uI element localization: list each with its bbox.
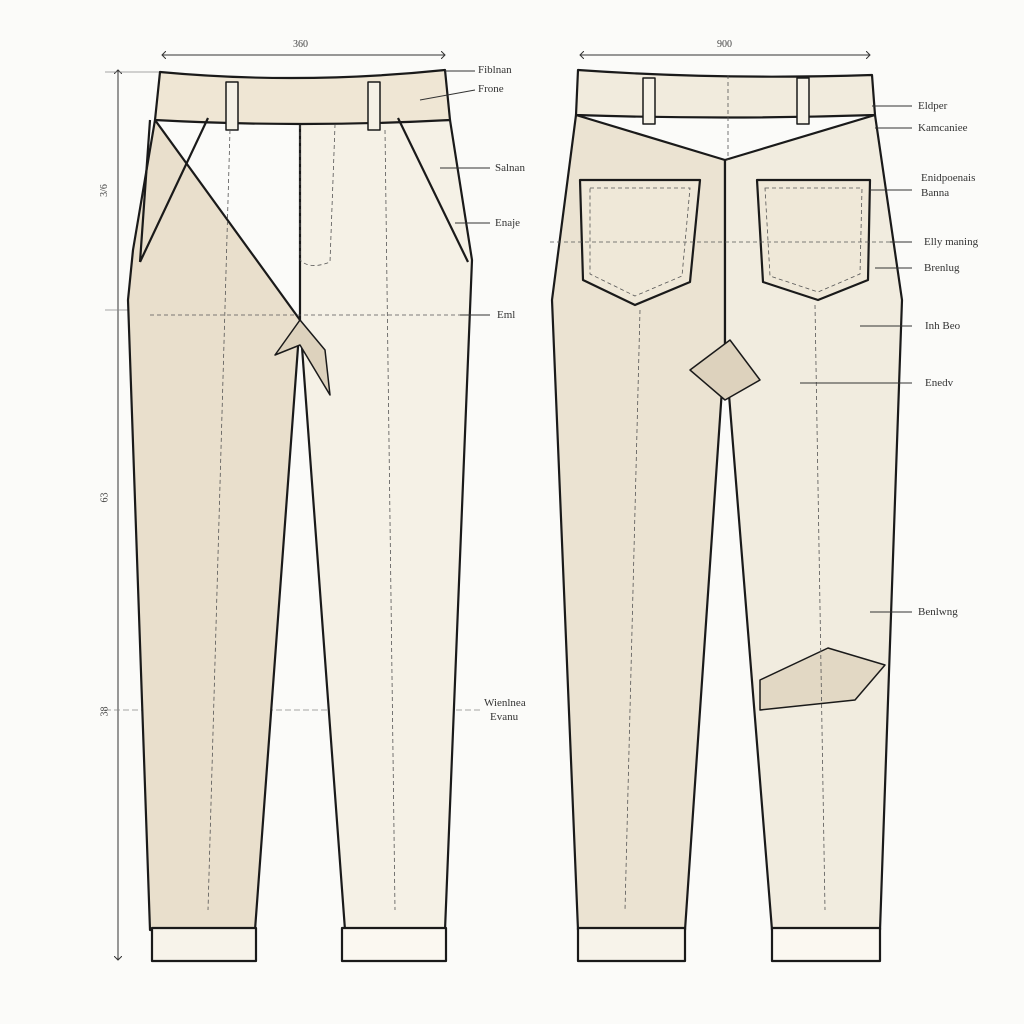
vertical-dimension: 63 xyxy=(99,492,111,503)
front-label: Wienlnea xyxy=(484,697,526,709)
front-belt-loop xyxy=(225,81,239,131)
front-pants xyxy=(126,68,474,963)
vertical-dimension: 3/6 xyxy=(98,184,110,197)
back-label: Banna xyxy=(921,187,950,199)
front-label: Enaje xyxy=(495,217,521,229)
front-right-leg xyxy=(298,118,474,932)
front-waistband xyxy=(153,68,452,126)
back-crotch-fold xyxy=(689,339,761,401)
front-right-cuff xyxy=(340,926,448,963)
front-width-dimension: 360 xyxy=(293,39,308,50)
back-right-pocket xyxy=(755,178,872,302)
back-label: Kamcaniee xyxy=(918,122,968,134)
front-label: Fiblnan xyxy=(478,64,512,76)
back-waistband xyxy=(574,68,877,119)
front-label: Salnan xyxy=(495,162,525,174)
back-width-dimension: 900 xyxy=(717,39,732,50)
back-label: Brenlug xyxy=(924,262,960,274)
back-belt-loop xyxy=(796,77,810,125)
back-label: Enidpoenais xyxy=(921,172,976,184)
front-left-leg xyxy=(126,118,302,932)
front-belt-loop xyxy=(367,81,381,131)
front-label: Evanu xyxy=(490,711,519,723)
back-label: Elly maning xyxy=(924,236,979,248)
back-belt-loop xyxy=(642,77,656,125)
back-label: Inh Beo xyxy=(925,320,961,332)
back-label: Eldper xyxy=(918,100,948,112)
back-right-cuff xyxy=(770,926,882,963)
back-yoke xyxy=(575,114,876,161)
back-left-pocket xyxy=(578,178,702,307)
front-right-pocket xyxy=(397,117,469,263)
back-left-cuff xyxy=(576,926,687,963)
back-knee-fold xyxy=(759,647,886,711)
back-pants xyxy=(550,68,904,963)
front-crotch-fold xyxy=(274,319,331,396)
vertical-dimension: 38 xyxy=(99,706,111,717)
front-label: Eml xyxy=(497,309,516,321)
back-label: Benlwng xyxy=(918,606,958,618)
front-label: Frone xyxy=(478,83,504,95)
front-left-pocket xyxy=(138,117,209,263)
back-label: Enedv xyxy=(925,377,954,389)
front-left-cuff xyxy=(150,926,258,963)
